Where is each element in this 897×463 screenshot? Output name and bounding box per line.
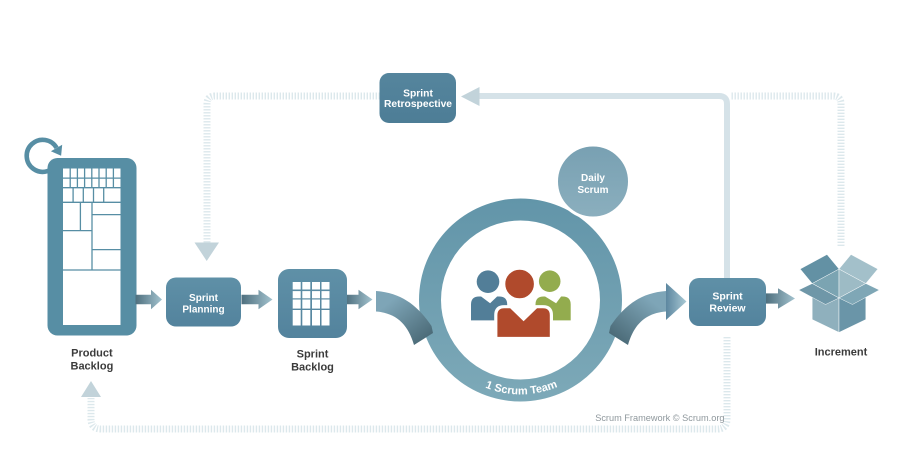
svg-text:Review: Review xyxy=(709,303,746,315)
svg-text:Daily: Daily xyxy=(581,173,605,184)
svg-text:Sprint: Sprint xyxy=(297,349,329,361)
svg-text:Increment: Increment xyxy=(815,346,868,358)
svg-text:Backlog: Backlog xyxy=(291,362,334,374)
svg-text:Product: Product xyxy=(71,347,113,359)
svg-text:Scrum Framework © Scrum.org: Scrum Framework © Scrum.org xyxy=(595,413,724,423)
svg-text:Sprint: Sprint xyxy=(189,293,219,304)
svg-text:Scrum: Scrum xyxy=(577,185,608,196)
svg-text:Backlog: Backlog xyxy=(71,361,114,373)
svg-text:Retrospective: Retrospective xyxy=(384,99,452,110)
svg-text:Sprint: Sprint xyxy=(403,88,433,99)
svg-text:Planning: Planning xyxy=(182,305,224,316)
svg-text:Sprint: Sprint xyxy=(712,291,743,303)
